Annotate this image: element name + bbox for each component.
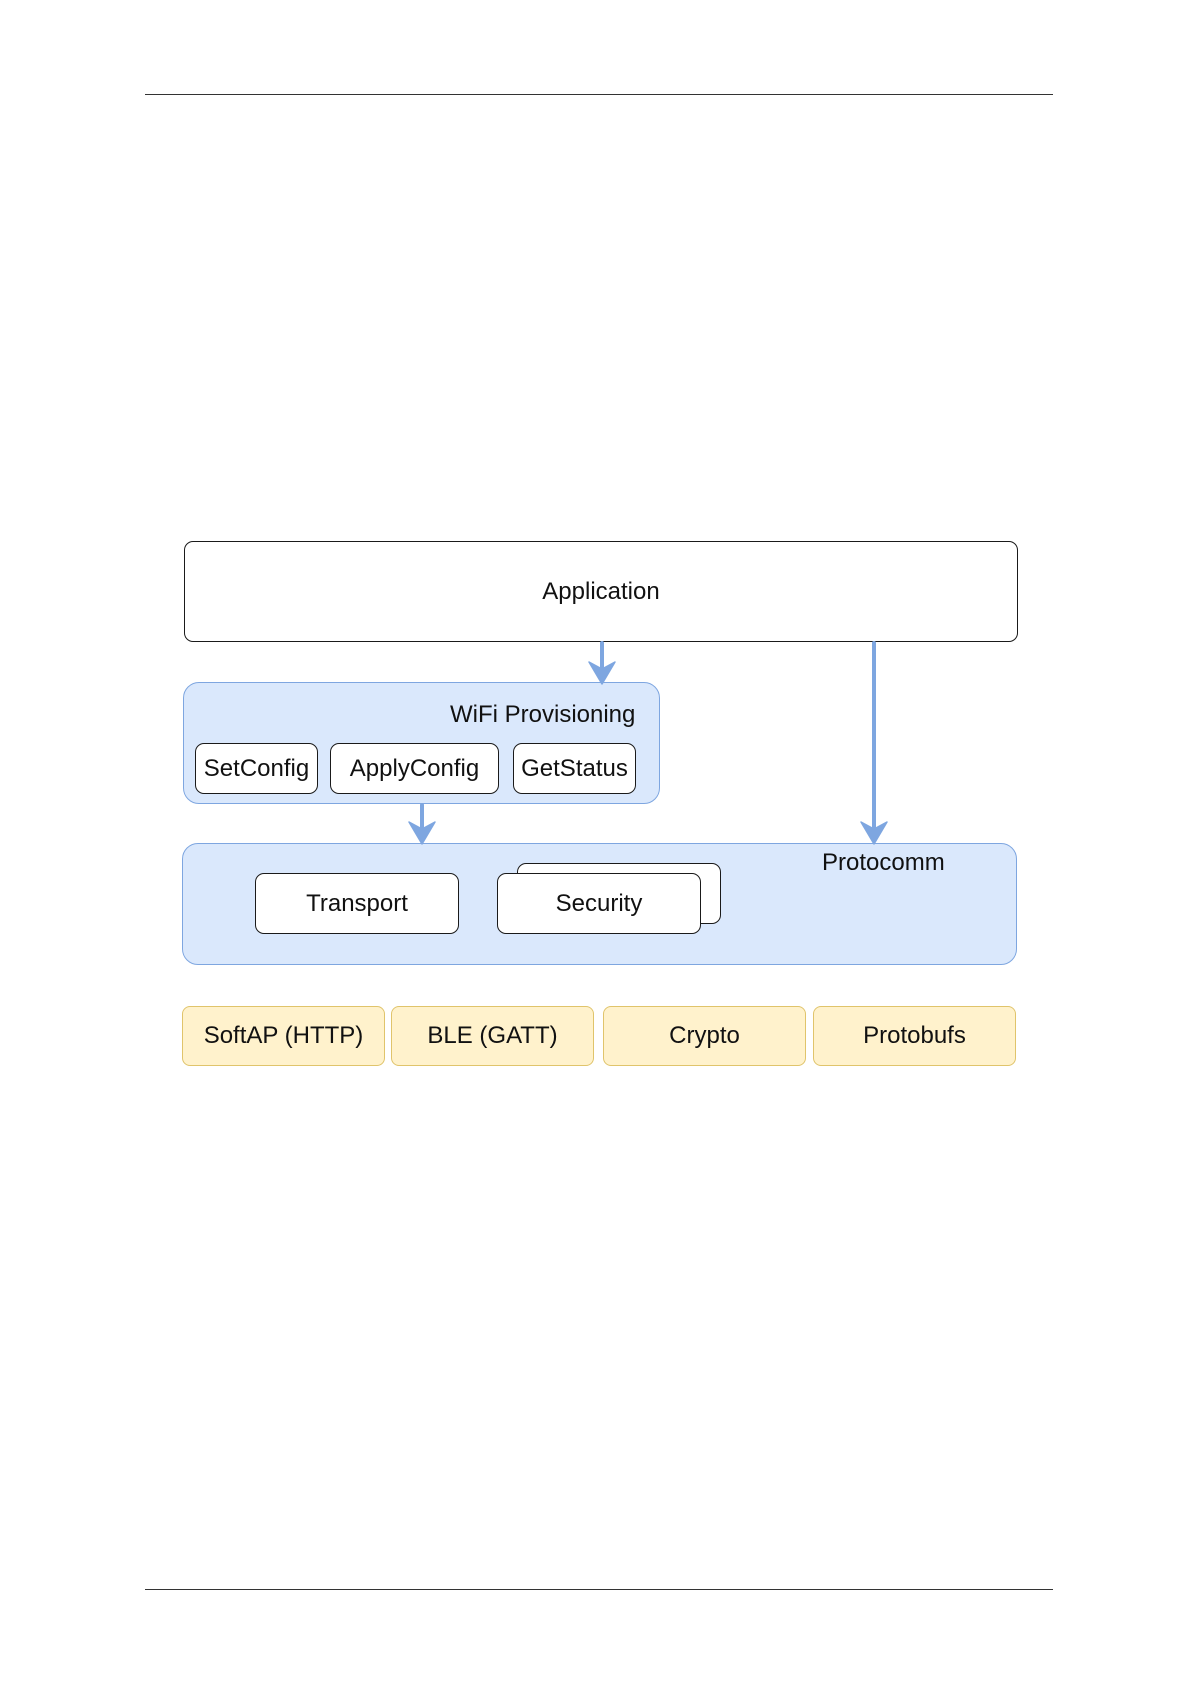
protobufs-box: Protobufs: [813, 1006, 1016, 1066]
protobufs-label: Protobufs: [863, 1022, 966, 1050]
wifi-to-protocomm-arrow: [409, 805, 435, 844]
ble-gatt-label: BLE (GATT): [427, 1022, 557, 1050]
security-label: Security: [556, 890, 643, 918]
crypto-box: Crypto: [603, 1006, 806, 1066]
applyconfig-label: ApplyConfig: [350, 755, 479, 783]
security-box: Security: [497, 873, 701, 934]
softap-http-box: SoftAP (HTTP): [182, 1006, 385, 1066]
application-box: Application: [184, 541, 1018, 642]
setconfig-label: SetConfig: [204, 755, 309, 783]
softap-http-label: SoftAP (HTTP): [204, 1022, 364, 1050]
application-to-protocomm-arrow: [861, 643, 887, 844]
getstatus-box: GetStatus: [513, 743, 636, 794]
transport-box: Transport: [255, 873, 459, 934]
application-label: Application: [542, 578, 659, 606]
header-rule: [145, 94, 1053, 95]
transport-label: Transport: [306, 890, 408, 918]
footer-rule: [145, 1589, 1053, 1590]
ble-gatt-box: BLE (GATT): [391, 1006, 594, 1066]
protocomm-label: Protocomm: [822, 849, 945, 877]
crypto-label: Crypto: [669, 1022, 740, 1050]
applyconfig-box: ApplyConfig: [330, 743, 499, 794]
application-to-wifi-arrow: [589, 643, 615, 684]
setconfig-box: SetConfig: [195, 743, 318, 794]
wifi-provisioning-label: WiFi Provisioning: [450, 701, 635, 729]
getstatus-label: GetStatus: [521, 755, 628, 783]
